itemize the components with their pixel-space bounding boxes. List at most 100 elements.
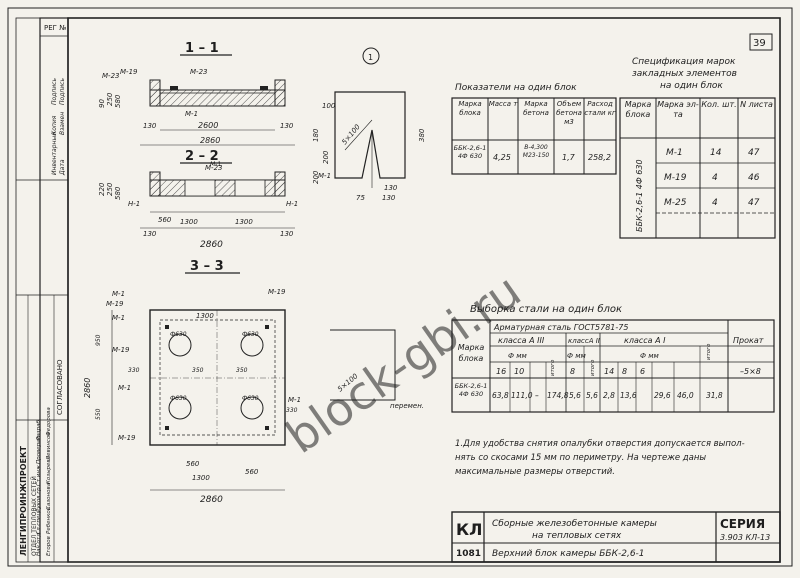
s33-dim-0: 2860	[200, 495, 223, 505]
steel-row-name: ББК-2,6-1 4Ф 630	[454, 382, 488, 399]
name-1: Ребенков	[46, 507, 52, 534]
s33-dim-2: 560	[186, 460, 200, 468]
s22-label-0: М-23	[205, 164, 222, 172]
ind-cell-1: 4,25	[493, 153, 511, 162]
detail-label-0: М-1	[318, 172, 331, 180]
detail-marker: 1	[368, 53, 373, 62]
steel-val-10: 31,8	[706, 391, 723, 400]
s11-label-1: М-19	[120, 68, 138, 76]
ind-header-1: Масса т	[488, 100, 518, 108]
s22-label-1: Н-1	[128, 200, 140, 208]
org-sub: ОТДЕЛ ТЕПЛОВЫХ СЕТЕЙ	[31, 476, 38, 556]
detail-dim-8: 380	[418, 128, 426, 142]
s33-label-5: М-1	[288, 396, 301, 404]
ind-header-3: Объем бетона м3	[556, 100, 582, 127]
s22-dim-8: 580	[114, 186, 122, 200]
note-line-1: 1.Для удобства снятия опалубки отверстия…	[455, 439, 745, 449]
steel-class-a3: класса А III	[498, 336, 545, 345]
indicators-table: Показатели на один блок Марка блока Масс…	[451, 83, 617, 175]
spec-title-1: Спецификация марок	[632, 57, 736, 67]
s33-dim-1: 2860	[83, 378, 92, 398]
steel-size-9: –5×8	[740, 367, 761, 376]
steel-val-7: 13,6	[620, 391, 637, 400]
steel-val-8: 29,6	[654, 391, 671, 400]
title-block: КЛ 1081 Сборные железобетонные камеры на…	[451, 511, 781, 563]
strip-col-1: Копия	[51, 115, 58, 135]
note-line-2: нять со скосами 15 мм по периметру. На ч…	[455, 453, 706, 463]
ind-header-0: Марка блока	[458, 100, 482, 118]
s33-label-2: М-1	[112, 314, 125, 322]
role-4: Проверил	[36, 435, 42, 464]
indicators-title: Показатели на один блок	[455, 83, 577, 93]
steel-mm-2: Ф мм	[567, 352, 587, 360]
s33-label-8: Ф630	[242, 331, 259, 338]
role-5: Разраб.	[36, 418, 42, 440]
detail3-label-2: перемен.	[390, 402, 424, 410]
s22-dim-2: 1300	[180, 218, 198, 226]
spec-title-3: на один блок	[660, 81, 723, 91]
left-strip: РЕГ № Инвентарный Копия Подпись Дата Вза…	[15, 17, 69, 563]
section-2-2: 2 – 2 М-23 Н-1 Н-1 М-1 2860 560 1300 130…	[98, 149, 298, 250]
ind-cell-0: ББК-2,6-1 4Ф 630	[453, 144, 487, 161]
detail-dim-4: 130	[384, 184, 398, 192]
s22-dim-6: 220	[98, 182, 106, 196]
note: 1.Для удобства снятия опалубки отверстия…	[455, 439, 745, 477]
tb-subtitle: Верхний блок камеры ББК-2,6-1	[492, 549, 645, 559]
s11-dim-2: 130	[143, 122, 157, 130]
s22-dim-4: 130	[143, 230, 157, 238]
org-name: ЛЕНГИПРОИНЖПРОЕКТ	[19, 445, 28, 556]
name-4: Левинсон	[46, 432, 52, 461]
steel-val-2: –	[535, 391, 539, 400]
ind-cell-2: В-4,300 М23-150	[522, 144, 550, 159]
s33-label-10: Ф630	[242, 395, 259, 402]
s11-dim-3: 130	[280, 122, 294, 130]
steel-size-3: 8	[570, 367, 575, 376]
detail-dim-3: 75	[356, 194, 365, 202]
spec-row2-qty: 4	[712, 198, 718, 208]
tb-code2: 1081	[456, 549, 481, 559]
detail-dim-1: 200	[322, 150, 330, 164]
spec-row0-mark: М-1	[666, 148, 683, 158]
spec-header-1: Марка эл-та	[657, 100, 699, 120]
s33-dim-11: 550	[95, 408, 102, 420]
s33-label-9: Ф630	[170, 395, 187, 402]
strip-col-4: Взамен	[59, 112, 66, 135]
steel-size-1: 10	[514, 367, 524, 376]
s11-label-3: М-23	[190, 68, 207, 76]
spec-header-0: Марка блока	[624, 100, 652, 120]
tb-title-2: на тепловых сетях	[532, 531, 622, 541]
detail-dim-6: 100	[322, 102, 336, 110]
s11-label-0: М-23	[102, 72, 119, 80]
s11-dim-0: 2600	[198, 121, 218, 130]
steel-prokat: Прокат	[733, 336, 764, 345]
spec-row0-qty: 14	[710, 148, 722, 158]
s33-label-0: М-1	[112, 290, 125, 298]
reg-no: РЕГ №	[44, 24, 66, 32]
s22-label-2: Н-1	[286, 200, 298, 208]
strip-col-0: Инвентарный	[51, 132, 58, 175]
section-1-1: 1 – 1 М-23 М-19 М-1 М-23 2600 2860 130 1…	[98, 41, 295, 146]
name-0: Егоров	[46, 536, 52, 556]
tb-seria-number: 3.903 КЛ-13	[720, 533, 770, 542]
s22-dim-5: 130	[280, 230, 294, 238]
s33-dim-8: 350	[192, 367, 204, 374]
s33-dim-6: 330	[128, 367, 140, 374]
spec-row1-qty: 4	[712, 173, 718, 183]
steel-mm-3: Ф мм	[640, 352, 660, 360]
ind-header-4: Расход стали кг	[584, 100, 616, 118]
detail-1: 1 180 200 200 75 130 130 100 5×100 380 М…	[312, 47, 426, 202]
steel-size-7: 6	[640, 367, 645, 376]
s22-dim-3: 1300	[235, 218, 253, 226]
steel-val-4: 5,6	[569, 391, 581, 400]
s11-dim-4: 90	[98, 99, 106, 108]
s22-dim-0: 2860	[200, 240, 223, 250]
steel-itogo-3: итого	[706, 343, 712, 360]
steel-val-5: 5,6	[586, 391, 598, 400]
steel-table: Выборка стали на один блок Арматурная ст…	[451, 303, 775, 413]
s33-dim-9: 350	[236, 367, 248, 374]
tb-code: КЛ	[456, 520, 482, 539]
steel-val-3: 174,8	[547, 391, 569, 400]
detail-marker-icon	[362, 47, 380, 65]
ind-cell-4: 258,2	[588, 153, 611, 162]
steel-val-6: 2,8	[603, 391, 615, 400]
